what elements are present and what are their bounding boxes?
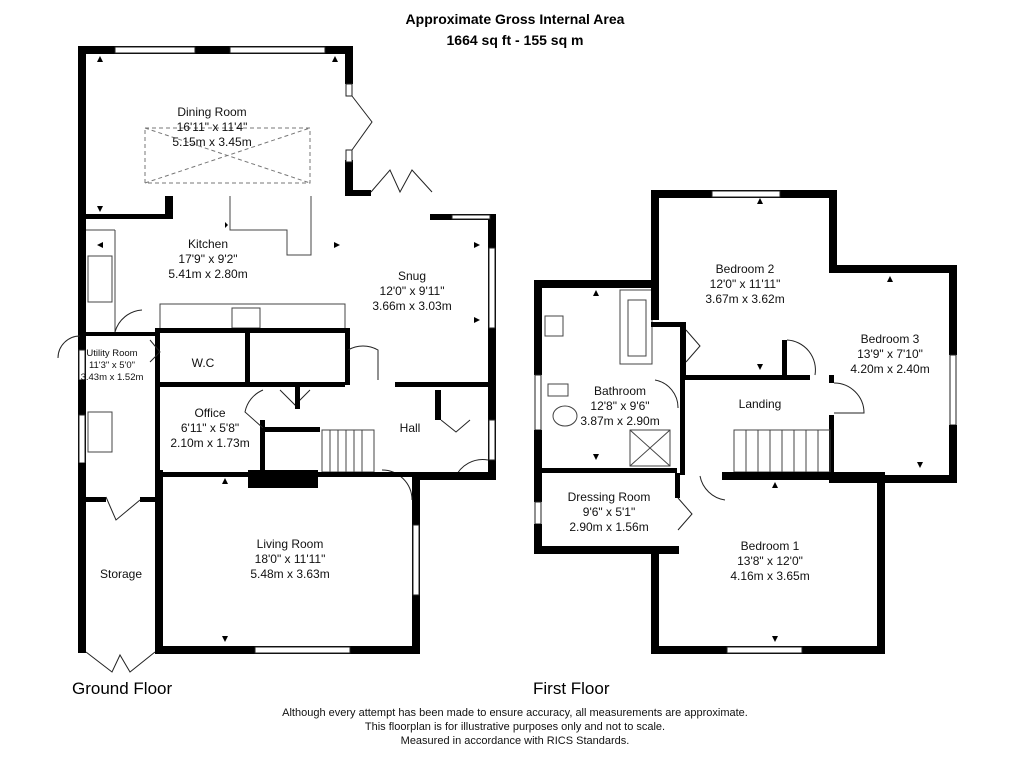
ground-floor-label: Ground Floor <box>72 679 172 698</box>
kitchen-imperial: 17'9" x 9'2" <box>178 252 237 266</box>
dining-room-name: Dining Room <box>177 105 246 119</box>
bedroom3-metric: 4.20m x 2.40m <box>850 362 929 376</box>
dining-room-imperial: 16'11" x 11'4" <box>177 120 248 134</box>
disclaimer-line-1: Although every attempt has been made to … <box>282 707 748 719</box>
disclaimer-line-3: Measured in accordance with RICS Standar… <box>401 735 630 747</box>
utility-room-imperial: 11'3" x 5'0" <box>89 360 135 371</box>
landing-name: Landing <box>739 397 782 411</box>
dressing-room-name: Dressing Room <box>568 490 651 504</box>
storage-name: Storage <box>100 567 142 581</box>
bedroom3-name: Bedroom 3 <box>861 332 920 346</box>
dressing-room-imperial: 9'6" x 5'1" <box>583 505 635 519</box>
dining-room-metric: 5.15m x 3.45m <box>172 135 251 149</box>
first-floor-plan <box>534 190 957 654</box>
utility-room-metric: 3.43m x 1.52m <box>81 372 144 383</box>
first-floor-label: First Floor <box>533 679 610 698</box>
bathroom-imperial: 12'8" x 9'6" <box>590 399 649 413</box>
dressing-room-metric: 2.90m x 1.56m <box>569 520 648 534</box>
snug-imperial: 12'0" x 9'11" <box>380 284 445 298</box>
snug-metric: 3.66m x 3.03m <box>372 299 451 313</box>
snug-name: Snug <box>398 269 426 283</box>
utility-room-name: Utility Room <box>86 348 137 359</box>
hall-name: Hall <box>400 421 421 435</box>
kitchen-name: Kitchen <box>188 237 228 251</box>
gross-area-value: 1664 sq ft - 155 sq m <box>447 32 584 48</box>
office-metric: 2.10m x 1.73m <box>170 436 249 450</box>
living-room-metric: 5.48m x 3.63m <box>250 567 329 581</box>
bathroom-metric: 3.87m x 2.90m <box>580 414 659 428</box>
wc-name: W.C <box>192 356 215 370</box>
living-room-name: Living Room <box>257 537 324 551</box>
bedroom1-imperial: 13'8" x 12'0" <box>737 554 803 568</box>
measurement-arrows <box>97 56 923 642</box>
ground-floor-plan <box>57 46 496 673</box>
kitchen-metric: 5.41m x 2.80m <box>168 267 247 281</box>
bathroom-name: Bathroom <box>594 384 646 398</box>
bedroom1-name: Bedroom 1 <box>741 539 800 553</box>
disclaimer-line-2: This floorplan is for illustrative purpo… <box>365 721 665 733</box>
office-imperial: 6'11" x 5'8" <box>181 421 239 435</box>
bedroom3-imperial: 13'9" x 7'10" <box>857 347 923 361</box>
gross-area-title: Approximate Gross Internal Area <box>406 11 625 27</box>
office-name: Office <box>194 406 225 420</box>
bedroom2-metric: 3.67m x 3.62m <box>705 292 784 306</box>
bedroom1-metric: 4.16m x 3.65m <box>730 569 809 583</box>
living-room-imperial: 18'0" x 11'11" <box>255 552 326 566</box>
bedroom2-name: Bedroom 2 <box>716 262 775 276</box>
bedroom2-imperial: 12'0" x 11'11" <box>710 277 781 291</box>
